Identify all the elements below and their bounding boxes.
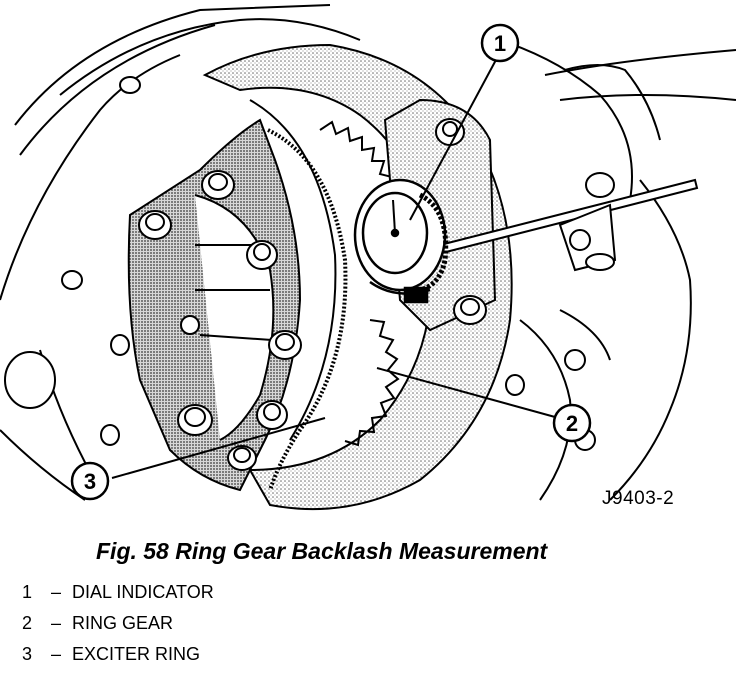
legend-item: 1–DIAL INDICATOR (22, 580, 214, 611)
callout-2: 2 (552, 403, 592, 443)
legend-dash: – (50, 582, 61, 602)
legend-number: 1 (22, 582, 33, 602)
legend-dash: – (50, 644, 61, 664)
axle-housing (0, 4, 736, 501)
housing-bolts (4, 76, 615, 451)
legend-item: 3–EXCITER RING (22, 642, 214, 673)
dial-indicator-arm (438, 178, 699, 272)
callout-3: 3 (70, 461, 110, 501)
legend-label: DIAL INDICATOR (72, 582, 214, 602)
legend-label: EXCITER RING (72, 644, 201, 664)
legend-dash: – (50, 613, 61, 633)
dial-indicator (353, 178, 449, 304)
legend-label: RING GEAR (72, 613, 174, 633)
svg-text:2: 2 (566, 411, 578, 436)
legend: 1–DIAL INDICATOR 2–RING GEAR 3–EXCITER R… (22, 580, 214, 673)
case-bolts (138, 170, 302, 471)
leader-lines (111, 57, 556, 479)
legend-item: 2–RING GEAR (22, 611, 214, 642)
figure-caption: Fig. 58 Ring Gear Backlash Measurement (96, 538, 548, 564)
svg-text:3: 3 (84, 469, 96, 494)
ring-gear-illustration: 1 2 3 J9403-2 (0, 4, 736, 511)
svg-text:1: 1 (494, 31, 506, 56)
legend-number: 3 (22, 644, 33, 664)
figure-code: J9403-2 (602, 488, 675, 509)
illustration-drawing: 1 2 3 (0, 4, 736, 511)
legend-number: 2 (22, 613, 33, 633)
callout-1: 1 (480, 23, 520, 63)
